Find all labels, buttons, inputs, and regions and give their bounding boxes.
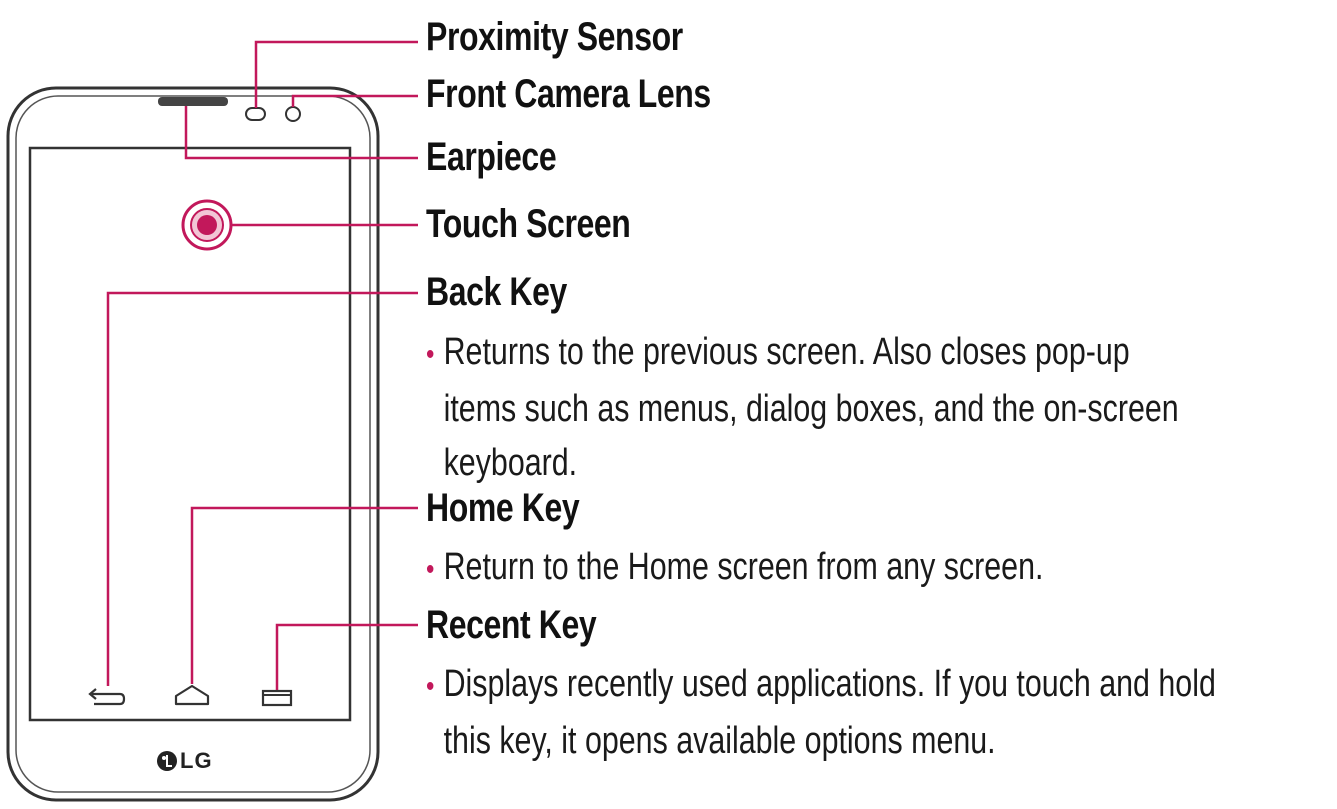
bullet-icon: • xyxy=(426,553,435,586)
label-touch-screen: Touch Screen xyxy=(426,202,631,246)
desc-back-key: •Returns to the previous screen. Also cl… xyxy=(426,325,1179,490)
bullet-icon: • xyxy=(426,670,435,703)
label-earpiece: Earpiece xyxy=(426,135,557,179)
callout-lines xyxy=(106,40,418,690)
desc-recent-key-line-2: this key, it opens available options men… xyxy=(443,720,996,762)
label-front-camera-lens: Front Camera Lens xyxy=(426,72,711,116)
desc-recent-key-line-1: •Displays recently used applications. If… xyxy=(426,657,1216,714)
callout-recent-key xyxy=(275,623,418,690)
callout-back-key xyxy=(106,291,418,686)
front-camera-icon xyxy=(285,106,301,122)
label-recent-key: Recent Key xyxy=(426,603,597,647)
callout-front-camera xyxy=(291,94,418,107)
desc-back-key-line-2: items such as menus, dialog boxes, and t… xyxy=(443,388,1179,430)
phone-inner-bezel xyxy=(15,95,371,793)
back-key-icon xyxy=(88,688,126,706)
desc-recent-key: •Displays recently used applications. If… xyxy=(426,657,1216,768)
desc-home-key-line-1: •Return to the Home screen from any scre… xyxy=(426,540,1043,597)
recent-key-icon xyxy=(261,689,293,707)
proximity-sensor-icon xyxy=(245,107,266,121)
lg-logo-icon xyxy=(157,751,177,771)
brand-logo-text: LG xyxy=(180,748,213,773)
callout-home-key xyxy=(190,506,418,684)
label-home-key: Home Key xyxy=(426,486,580,530)
callout-proximity-sensor xyxy=(254,40,418,108)
earpiece-grille xyxy=(158,97,228,106)
touch-target-dot-icon xyxy=(197,215,217,235)
desc-back-key-line-1: •Returns to the previous screen. Also cl… xyxy=(426,325,1179,382)
label-back-key: Back Key xyxy=(426,270,567,314)
bullet-icon: • xyxy=(426,338,435,371)
desc-back-key-line-3: keyboard. xyxy=(443,442,578,484)
label-proximity-sensor: Proximity Sensor xyxy=(426,15,683,59)
desc-home-key: •Return to the Home screen from any scre… xyxy=(426,540,1043,597)
callout-earpiece xyxy=(184,106,418,160)
home-key-icon xyxy=(174,684,210,706)
